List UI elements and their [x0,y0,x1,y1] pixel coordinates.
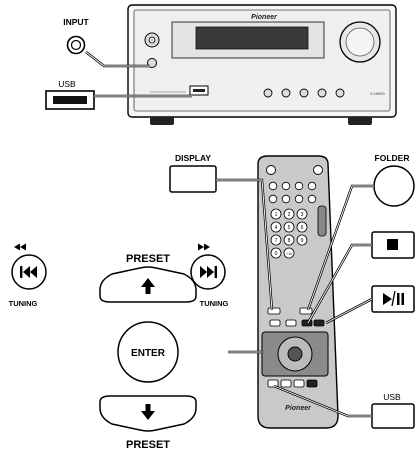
remote-brand-logo: Pioneer [285,405,312,412]
remote-key-label: 2 [288,212,291,218]
remote-key-1[interactable] [283,208,295,220]
rewind-icon [14,243,26,251]
remote-key-label: 4 [275,225,278,231]
remote-key-2[interactable] [296,208,308,220]
unit-brand-logo: Pioneer [251,14,278,21]
folder-callout: FOLDER [306,153,415,311]
arrow-up-icon [141,278,155,294]
usb-remote-callout: USB [273,384,415,429]
tuning-right-label: TUNING [200,299,229,308]
main-unit: Pioneer X-HM50 [127,4,397,125]
remote-key-0[interactable] [270,208,282,220]
display-button-callout [169,165,217,193]
remote-usb-button[interactable] [267,379,279,388]
fast-forward-icon [198,243,210,251]
usb-remote-label: USB [383,392,401,402]
unit-foot-right [348,117,372,125]
remote-key-label: 9 [301,238,304,244]
input-label: INPUT [63,17,89,27]
usb-unit-callout: USB [45,79,192,110]
skip-back-icon [20,266,37,278]
remote-key-6[interactable] [270,234,282,246]
preset-top-label: PRESET [126,253,170,265]
remote-key-label: 7 [275,238,278,244]
enter-button-callout [117,321,179,383]
remote-key-7[interactable] [283,234,295,246]
remote-function-buttons [268,181,317,204]
remote-key-label: 5 [288,225,291,231]
remote-key-10[interactable] [283,247,295,259]
folder-button-callout [373,165,415,207]
remote-bottom-buttons [267,379,318,388]
stop-callout [306,231,415,324]
skip-forward-icon [200,266,217,278]
unit-btn-stop[interactable] [299,88,309,98]
remote-key-9[interactable] [270,247,282,259]
folder-label: FOLDER [375,153,410,163]
enlarged-controls: PRESET ENTER PRESET TUNING [9,243,229,451]
input-callout: INPUT [63,17,150,68]
unit-btn-next[interactable] [281,88,291,98]
unit-btn-prev[interactable] [263,88,273,98]
remote-folder-button[interactable] [299,307,313,315]
remote-key-3[interactable] [270,221,282,233]
unit-display-window [195,26,309,50]
play-pause-callout [325,285,415,325]
play-pause-icon [383,290,404,307]
unit-foot-left [150,117,174,125]
remote-key-5[interactable] [296,221,308,233]
remote-volume-rocker[interactable] [317,205,327,237]
unit-model-name: X-HM50 [370,91,385,96]
unit-standby-button[interactable] [144,32,160,48]
arrow-down-icon [141,404,155,420]
remote-key-4[interactable] [283,221,295,233]
remote-key-label: 0 [275,251,278,257]
enter-label: ENTER [131,348,166,359]
remote-key-label: 3 [301,212,304,218]
unit-btn-eject[interactable] [335,88,345,98]
remote-eject-button[interactable] [313,165,323,175]
remote-display-button[interactable] [267,307,281,315]
remote-key-label: +10 [286,252,292,256]
remote-play-button[interactable] [313,319,325,327]
preset-bottom-label: PRESET [126,439,170,451]
remote-key-label: 1 [275,212,278,218]
remote-number-keypad: 1 2 3 4 5 6 7 8 9 0 +10 [270,208,308,259]
usb-button-callout [371,403,415,429]
remote-key-8[interactable] [296,234,308,246]
unit-btn-play[interactable] [317,88,327,98]
remote-key-label: 6 [301,225,304,231]
display-label: DISPLAY [175,153,211,163]
power-icon [148,36,156,44]
stop-icon [387,239,398,250]
remote-standby-button[interactable] [266,165,276,175]
remote-key-label: 8 [288,238,291,244]
display-callout: DISPLAY [169,153,274,311]
tuning-left-label: TUNING [9,299,38,308]
remote-enter-button[interactable] [287,346,303,362]
unit-transport-buttons [263,88,345,98]
usb-unit-label: USB [58,79,76,89]
